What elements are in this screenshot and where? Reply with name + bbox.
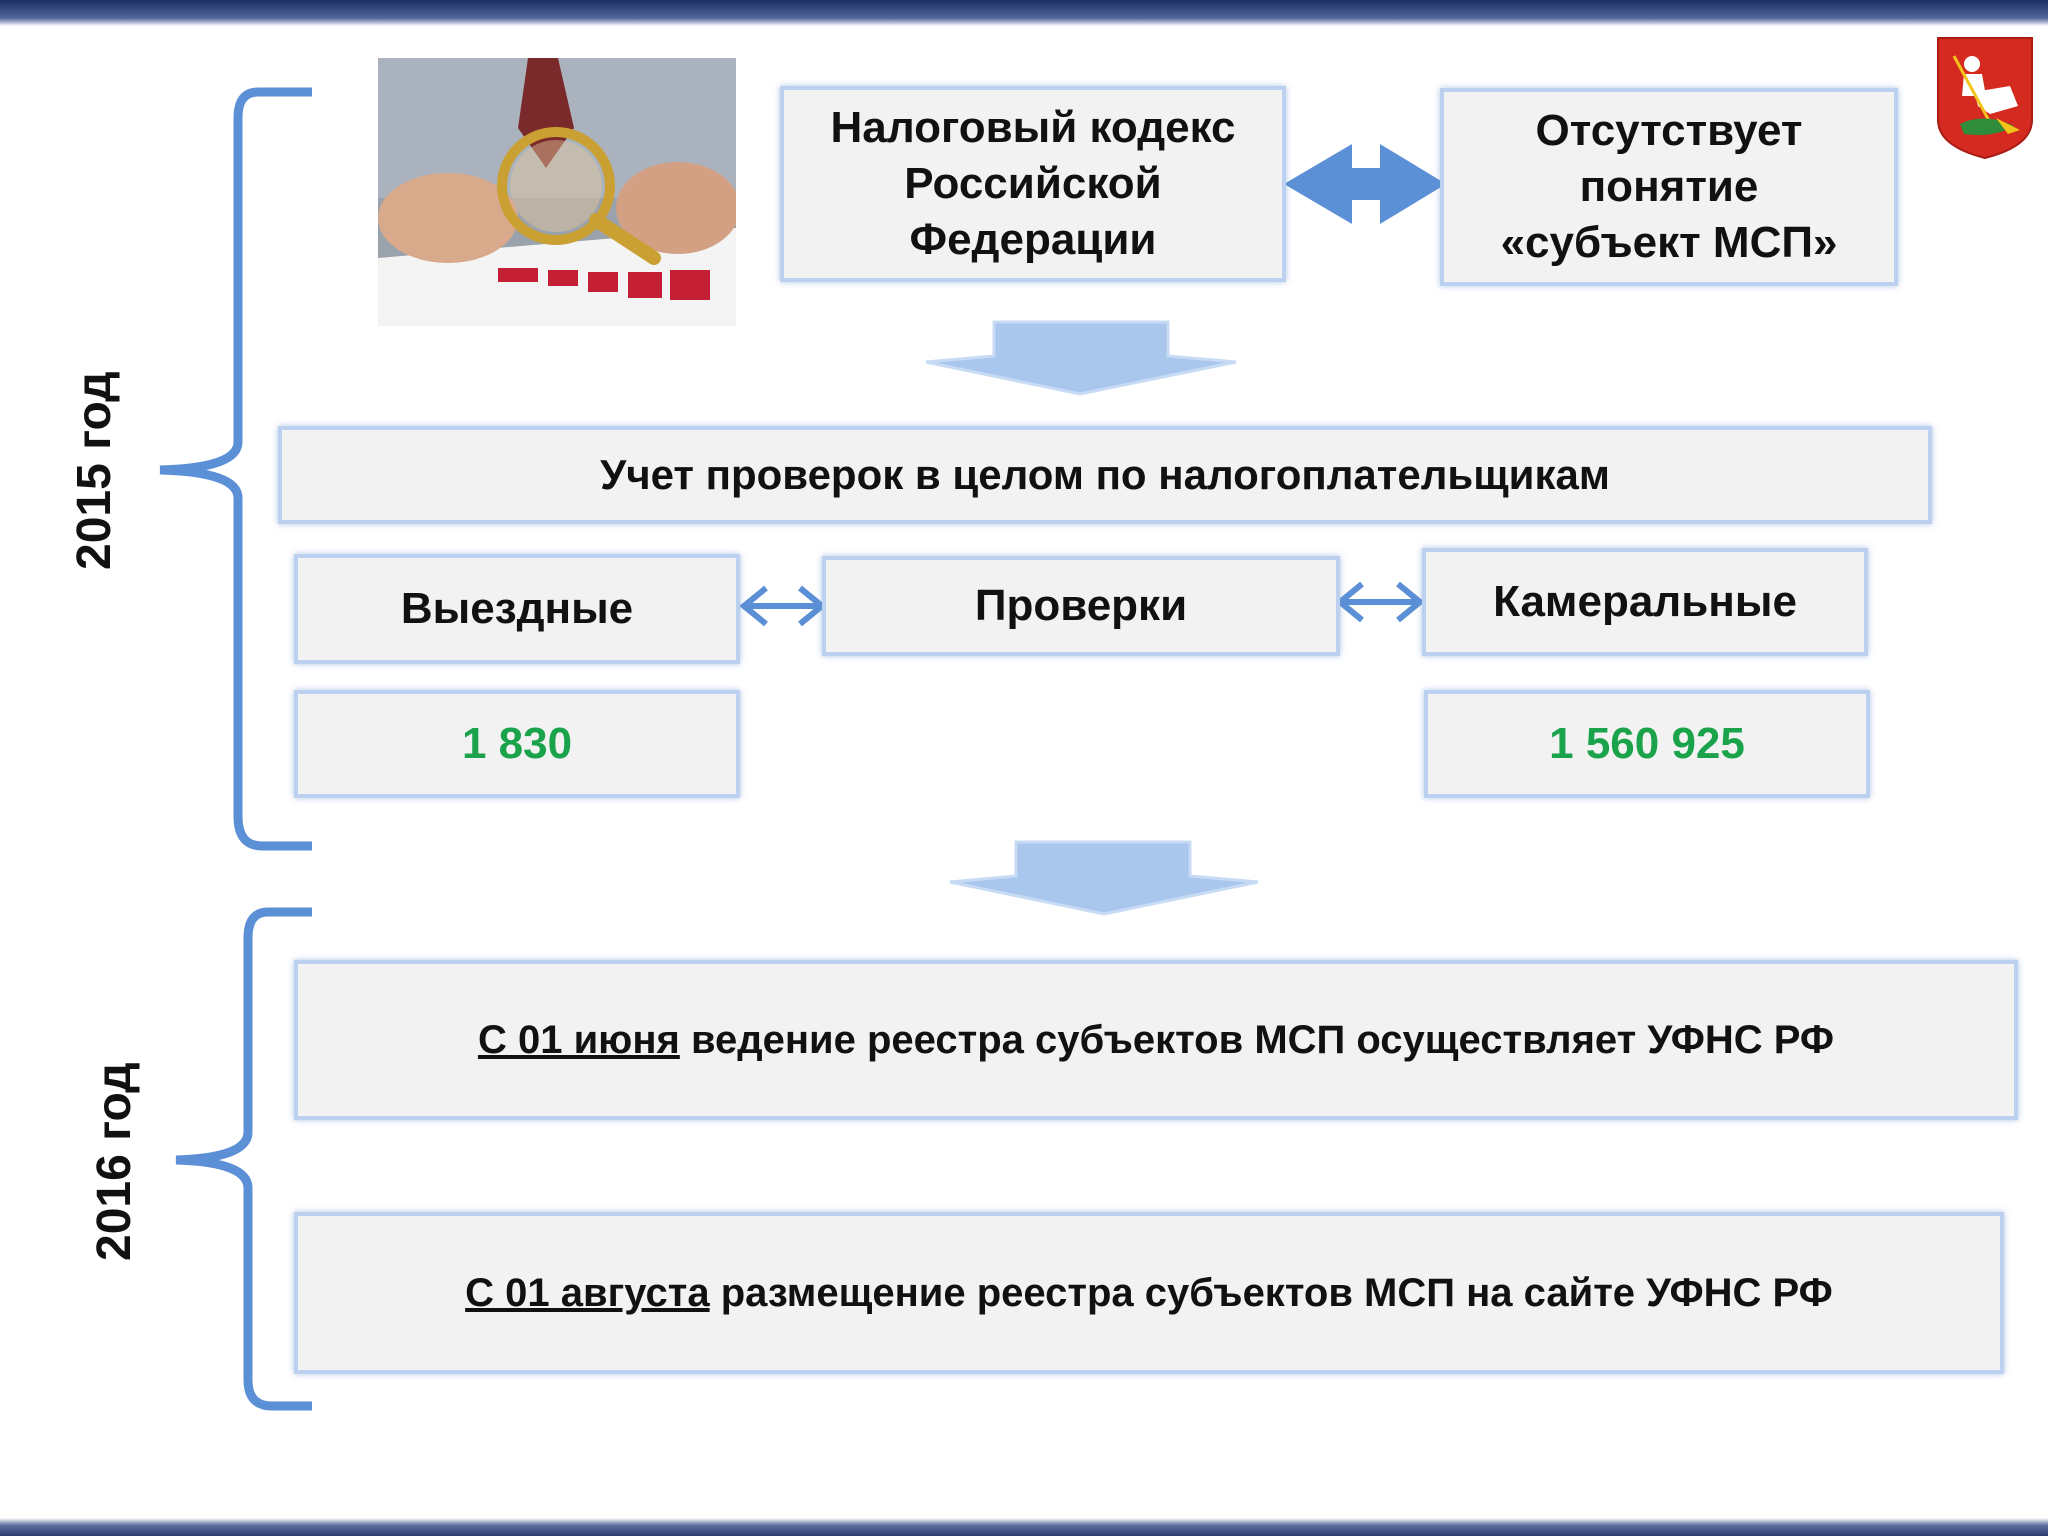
info-2016-text-2: С 01 августа размещение реестра субъекто… [465, 1271, 1833, 1316]
desk-checks-label: Камеральные [1493, 577, 1797, 626]
accounting-box: Учет проверок в целом по налогоплательщи… [278, 426, 1932, 524]
info-2016-box-1: С 01 июня ведение реестра субъектов МСП … [294, 960, 2018, 1120]
accounting-text: Учет проверок в целом по налогоплательщи… [600, 451, 1610, 498]
absent-concept-box: Отсутствует понятие «субъект МСП» [1440, 88, 1898, 286]
bracket-2016 [175, 907, 312, 1411]
info-2016-body-1: ведение реестра субъектов МСП осуществля… [679, 1017, 1835, 1062]
info-2016-text-1: С 01 июня ведение реестра субъектов МСП … [478, 1018, 1834, 1063]
checks-center-label: Проверки [974, 581, 1188, 630]
field-checks-value: 1 830 [461, 719, 573, 768]
field-checks-label: Выездные [400, 584, 634, 633]
moscow-coat-of-arms-icon [1934, 34, 2036, 160]
bottom-footer-bar [0, 1518, 2048, 1536]
down-arrow-1 [925, 320, 1237, 396]
desk-checks-value-box: 1 560 925 [1424, 690, 1870, 798]
desk-checks-value: 1 560 925 [1549, 719, 1745, 768]
double-arrow-small-right [1335, 581, 1425, 623]
year-label-2015: 2015 год [68, 371, 121, 570]
bracket-2015 [159, 87, 312, 851]
info-2016-box-2: С 01 августа размещение реестра субъекто… [294, 1212, 2004, 1374]
field-checks-value-box: 1 830 [294, 690, 740, 798]
info-2016-lead-1: С 01 июня [477, 1017, 680, 1062]
tax-code-text: Налоговый кодекс Российской Федерации [830, 103, 1236, 264]
field-checks-box: Выездные [294, 554, 740, 664]
magnifying-glass-photo [378, 58, 736, 326]
year-label-2016: 2016 год [88, 1062, 141, 1261]
double-arrow-large [1284, 144, 1446, 224]
checks-center-box: Проверки [822, 556, 1340, 656]
top-header-bar [0, 0, 2048, 26]
down-arrow-2 [949, 840, 1259, 916]
info-2016-lead-2: С 01 августа [465, 1270, 710, 1315]
info-2016-body-2: размещение реестра субъектов МСП на сайт… [709, 1270, 1833, 1315]
tax-code-box: Налоговый кодекс Российской Федерации [780, 86, 1286, 282]
double-arrow-small-left [739, 585, 827, 627]
absent-concept-text: Отсутствует понятие «субъект МСП» [1500, 106, 1838, 267]
desk-checks-box: Камеральные [1422, 548, 1868, 656]
